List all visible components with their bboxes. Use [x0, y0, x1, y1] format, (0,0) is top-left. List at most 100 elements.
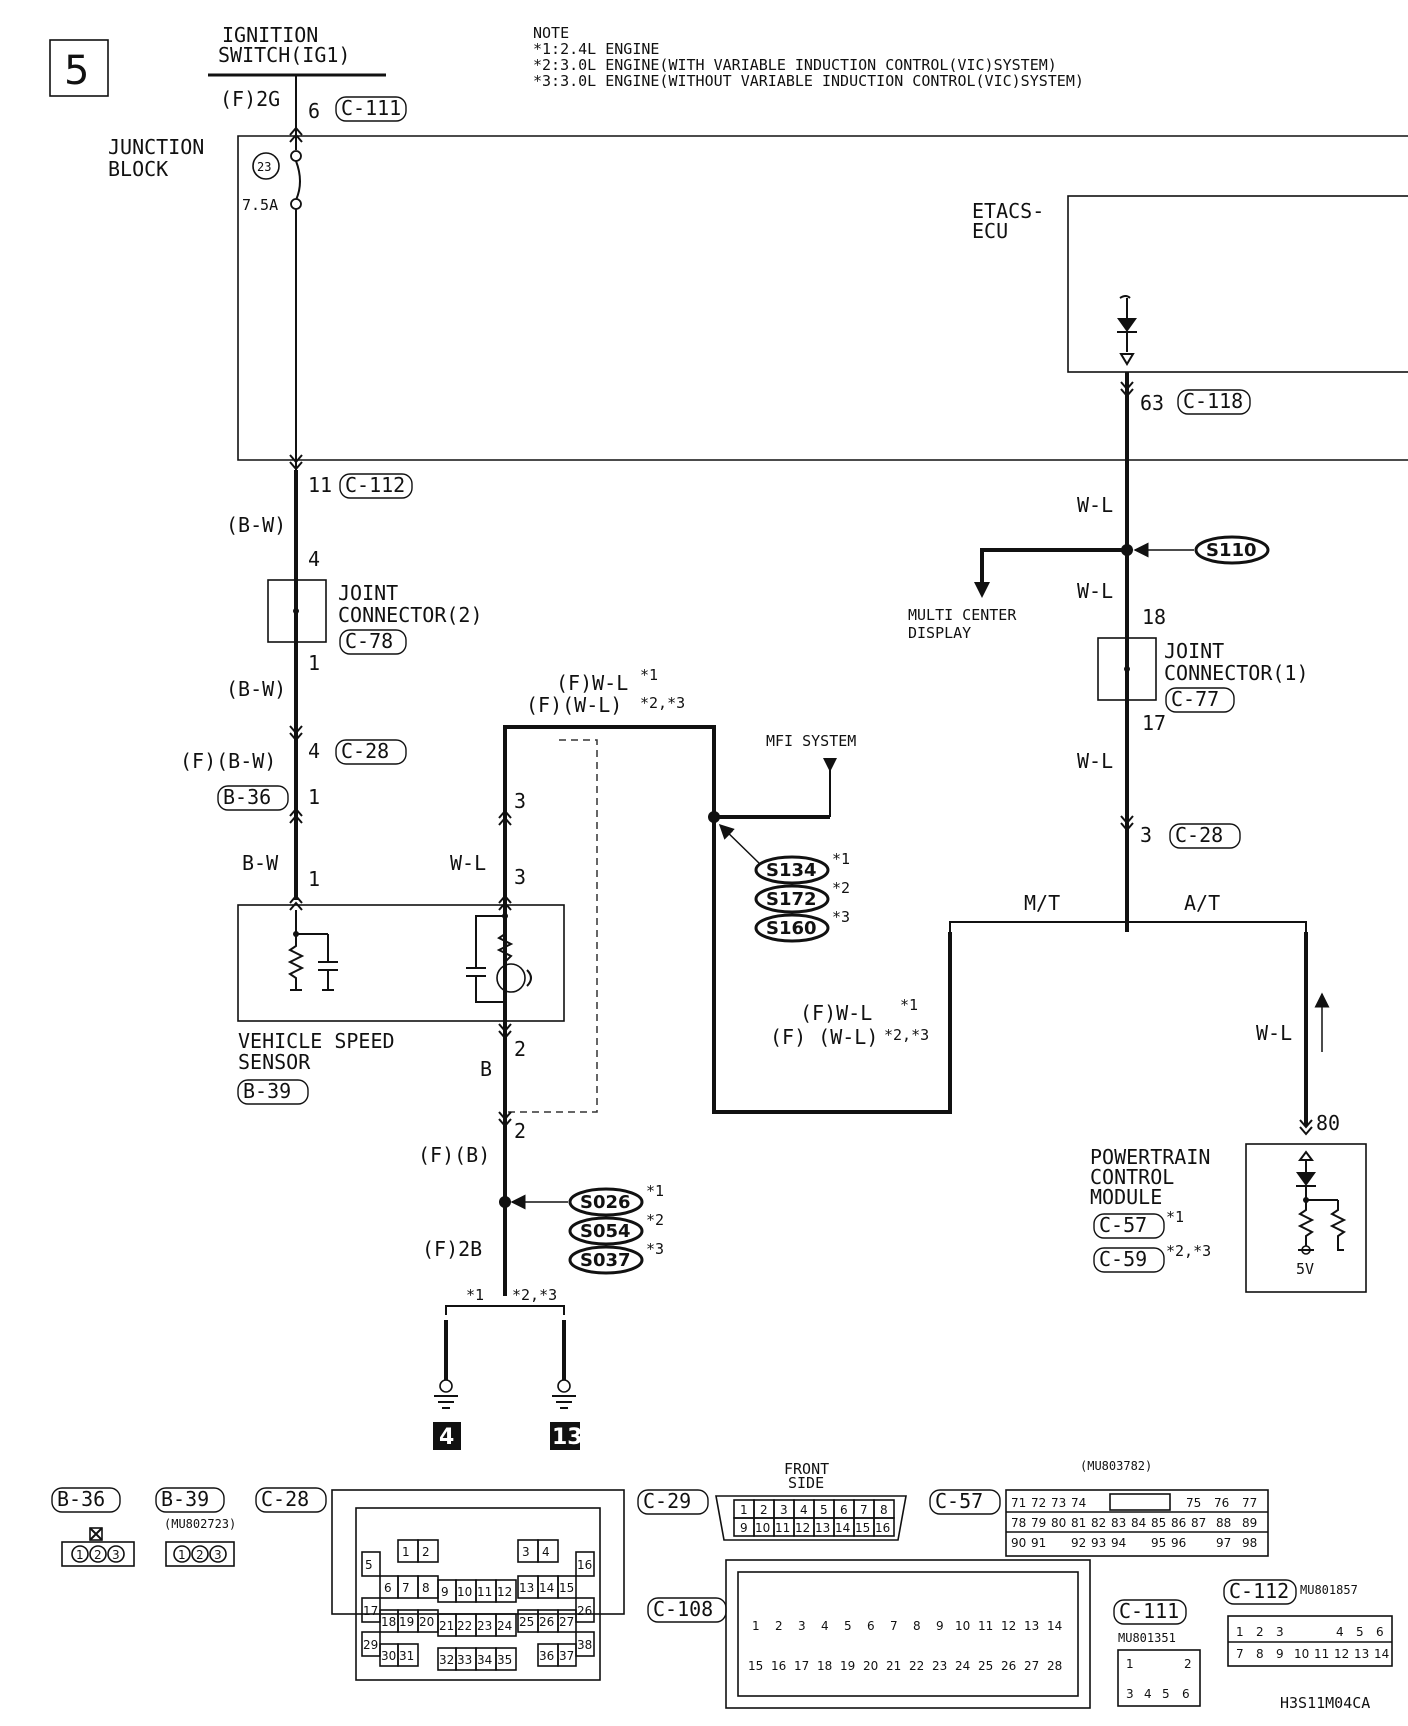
- connector-c28-tag: [335, 739, 407, 765]
- svg-text:3: 3: [780, 1503, 788, 1517]
- connector-chevron-c111: [289, 126, 303, 143]
- svg-text:78: 78: [1011, 1516, 1026, 1530]
- c28-housing: [355, 1507, 601, 1681]
- connector-c57: C-57: [1099, 1213, 1147, 1237]
- transmission-bracket: [949, 921, 1307, 932]
- svg-text:22: 22: [909, 1659, 924, 1673]
- joint-connector-2-label-2: CONNECTOR(2): [338, 603, 483, 627]
- svg-text:27: 27: [1024, 1659, 1039, 1673]
- connector-c118: C-118: [1183, 389, 1243, 413]
- joint-connector-1-dot: [1124, 666, 1130, 672]
- svg-text:4: 4: [1144, 1687, 1152, 1701]
- mu801351-label: MU801351: [1118, 1631, 1176, 1645]
- wire-w-l-mid-2: (F) (W-L): [770, 1025, 878, 1049]
- svg-text:74: 74: [1071, 1496, 1086, 1510]
- connector-c77: C-77: [1171, 687, 1219, 711]
- vss-label: VEHICLE SPEED: [238, 1029, 395, 1053]
- connector-chevron-c28b: [1120, 815, 1134, 832]
- pin-1a: 1: [308, 651, 320, 675]
- ground-terminal-2: [557, 1379, 571, 1393]
- ignition-switch-label: IGNITION: [222, 23, 318, 47]
- etacs-ecu-box: [1067, 195, 1408, 373]
- svg-text:12: 12: [795, 1521, 810, 1535]
- joint-connector-2-dot: [293, 608, 299, 614]
- vss-cap-network: [466, 915, 505, 1003]
- svg-text:11: 11: [775, 1521, 790, 1535]
- bottom-connector-b39: B-39: [161, 1487, 209, 1511]
- b36-pins: 1 2 3: [71, 1545, 125, 1563]
- pin-2b: 2: [514, 1119, 526, 1143]
- svg-text:89: 89: [1242, 1516, 1257, 1530]
- svg-text:11: 11: [1314, 1647, 1329, 1661]
- svg-text:33: 33: [457, 1653, 472, 1667]
- bottom-connector-c28: C-28: [261, 1487, 309, 1511]
- pcm-resistor-2: [1329, 1200, 1347, 1251]
- svg-text:6: 6: [867, 1619, 875, 1633]
- wire-w-l-s110-up: W-L: [1077, 493, 1113, 517]
- splice-s172-sup: *2: [832, 879, 850, 897]
- etacs-diode: [1117, 318, 1137, 332]
- connector-c59: C-59: [1099, 1247, 1147, 1271]
- svg-text:15: 15: [855, 1521, 870, 1535]
- svg-text:7: 7: [860, 1503, 868, 1517]
- wire-f-2b: (F)2B: [422, 1237, 482, 1261]
- c28-pin-grid: 1 2 3 4 5 16 6 7 8 9 10 11 12 13 14 15 1…: [361, 1539, 595, 1671]
- svg-text:91: 91: [1031, 1536, 1046, 1550]
- svg-text:76: 76: [1214, 1496, 1229, 1510]
- wire-w-l-loop: [503, 725, 952, 1114]
- wire-b-label: B: [480, 1057, 492, 1081]
- svg-text:88: 88: [1216, 1516, 1231, 1530]
- connector-c112-tag: [339, 473, 413, 499]
- bottom-connector-c28-tag: [255, 1487, 327, 1513]
- splice-s054: [568, 1216, 644, 1246]
- mfi-arrow: [823, 758, 837, 772]
- vss-transistor: [496, 963, 526, 993]
- wire-w-l-mid-2-sup: *2,*3: [884, 1026, 929, 1044]
- b39-pins: 1 2 3: [173, 1545, 227, 1563]
- svg-text:10: 10: [1294, 1647, 1309, 1661]
- splice-s160-label: S160: [766, 918, 817, 939]
- joint-connector-2-box: [267, 579, 327, 643]
- bottom-connector-c108: C-108: [653, 1597, 713, 1621]
- svg-text:11: 11: [978, 1619, 993, 1633]
- b39-housing: [165, 1541, 235, 1567]
- connector-c28b-tag: [1169, 823, 1241, 849]
- svg-text:7: 7: [402, 1581, 410, 1595]
- c112-housing: [1227, 1615, 1393, 1667]
- svg-text:71: 71: [1011, 1496, 1026, 1510]
- svg-text:23: 23: [477, 1619, 492, 1633]
- c108-inner: [737, 1571, 1079, 1697]
- ground-branch-bracket: [445, 1305, 565, 1315]
- svg-text:95: 95: [1151, 1536, 1166, 1550]
- wire-to-multi-center: [980, 548, 1127, 585]
- svg-text:4: 4: [800, 1503, 808, 1517]
- ground-symbol-2: [552, 1395, 576, 1409]
- svg-text:75: 75: [1186, 1496, 1201, 1510]
- svg-text:73: 73: [1051, 1496, 1066, 1510]
- svg-text:96: 96: [1171, 1536, 1186, 1550]
- svg-text:29: 29: [363, 1638, 378, 1652]
- note-line-3: *3:3.0L ENGINE(WITHOUT VARIABLE INDUCTIO…: [533, 72, 1084, 90]
- splice-s054-sup: *2: [646, 1211, 664, 1229]
- connector-chevron-c28: [289, 725, 303, 742]
- connector-c57-tag: [1093, 1213, 1165, 1239]
- ground-4-label: 4: [439, 1425, 454, 1450]
- pin-2a: 2: [514, 1037, 526, 1061]
- front-side-label: FRONT: [784, 1460, 829, 1478]
- connector-c77-tag: [1165, 687, 1235, 713]
- svg-text:34: 34: [477, 1653, 492, 1667]
- svg-text:85: 85: [1151, 1516, 1166, 1530]
- splice-s026: [568, 1187, 644, 1217]
- svg-text:9: 9: [740, 1521, 748, 1535]
- five-v-label: 5V: [1296, 1260, 1314, 1278]
- svg-text:2: 2: [760, 1503, 768, 1517]
- svg-text:16: 16: [771, 1659, 786, 1673]
- c108-pin-grid: 1 2 3 4 5 6 7 8 9 10 11 12 13 14 15 16 1…: [748, 1619, 1062, 1673]
- svg-text:8: 8: [913, 1619, 921, 1633]
- c108-housing: [725, 1559, 1091, 1709]
- svg-text:13: 13: [519, 1581, 534, 1595]
- svg-text:18: 18: [817, 1659, 832, 1673]
- svg-text:84: 84: [1131, 1516, 1146, 1530]
- mfi-system-label: MFI SYSTEM: [766, 732, 856, 750]
- svg-text:3: 3: [798, 1619, 806, 1633]
